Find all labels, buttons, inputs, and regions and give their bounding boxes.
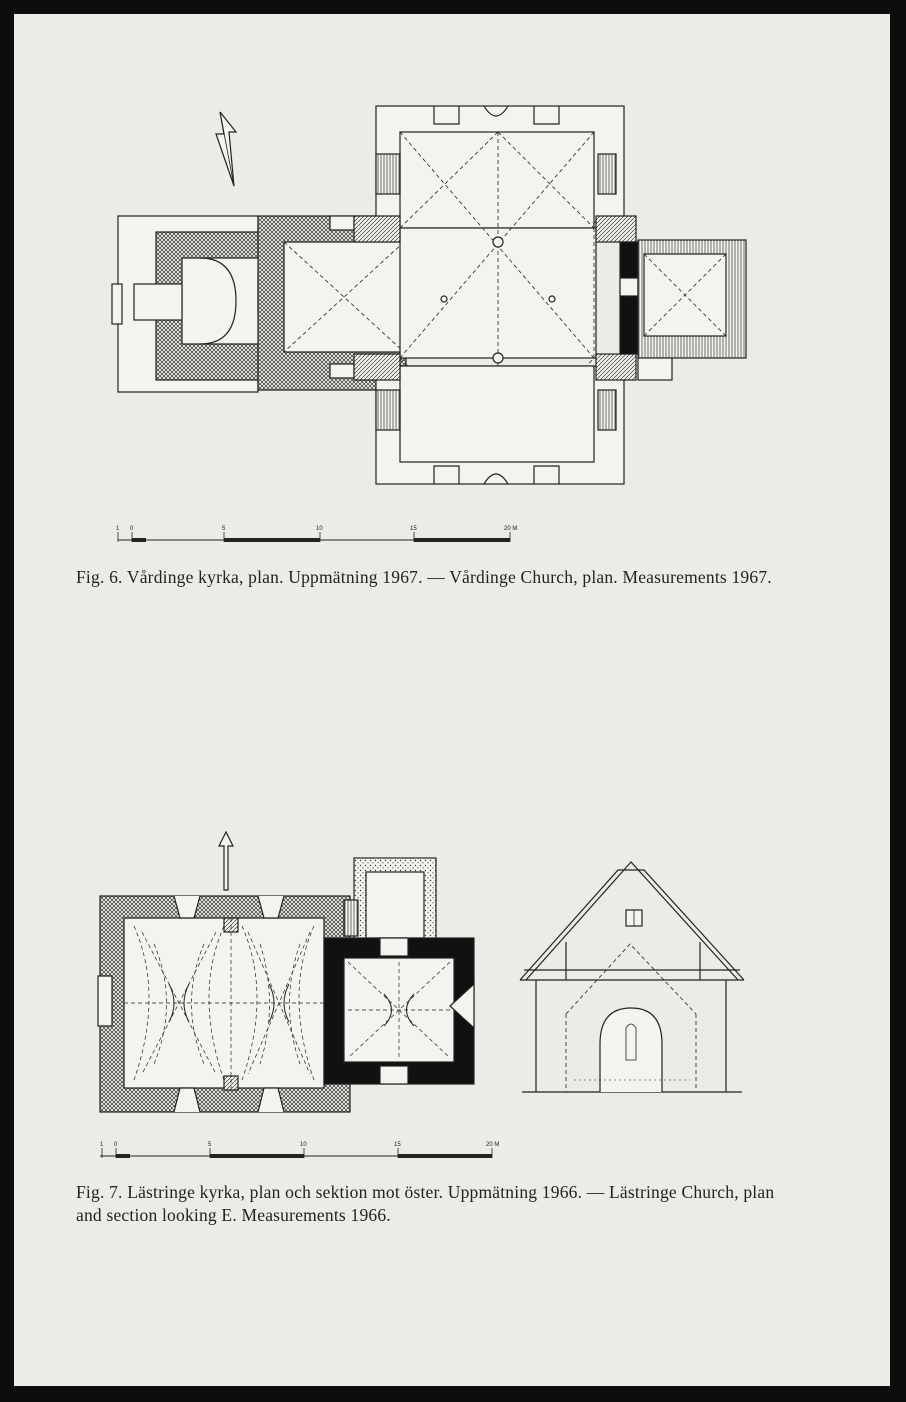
scale-tick: 10 xyxy=(316,526,323,532)
scale-tick: 5 xyxy=(222,526,226,532)
scale-bar-fig7: 1 0 5 10 15 20 M xyxy=(100,1142,499,1158)
figure7-caption: Fig. 7. Lästringe kyrka, plan och sektio… xyxy=(76,1182,775,1225)
scale-tick: 1 xyxy=(116,526,120,532)
book-page: 1 0 5 10 15 20 M xyxy=(14,14,890,1386)
scale-tick: 1 xyxy=(100,1142,104,1148)
figure6-plan xyxy=(111,105,747,485)
scale-tick: 5 xyxy=(208,1142,212,1148)
scale-tick: 15 xyxy=(410,526,417,532)
figure7-section xyxy=(519,861,745,1093)
figure6-caption: Fig. 6. Vårdinge kyrka, plan. Uppmätning… xyxy=(76,567,772,587)
north-arrow-icon xyxy=(218,830,234,891)
scale-tick: 10 xyxy=(300,1142,307,1148)
north-arrow-icon xyxy=(215,111,238,187)
figure7-plan xyxy=(97,830,475,1113)
scale-bar-fig6: 1 0 5 10 15 20 M xyxy=(116,526,517,542)
scale-tick: 20 M xyxy=(486,1142,499,1148)
scale-tick: 0 xyxy=(114,1142,118,1148)
scale-tick: 20 M xyxy=(504,526,517,532)
scale-tick: 0 xyxy=(130,526,134,532)
scale-tick: 15 xyxy=(394,1142,401,1148)
drawings: 1 0 5 10 15 20 M xyxy=(97,105,747,1158)
